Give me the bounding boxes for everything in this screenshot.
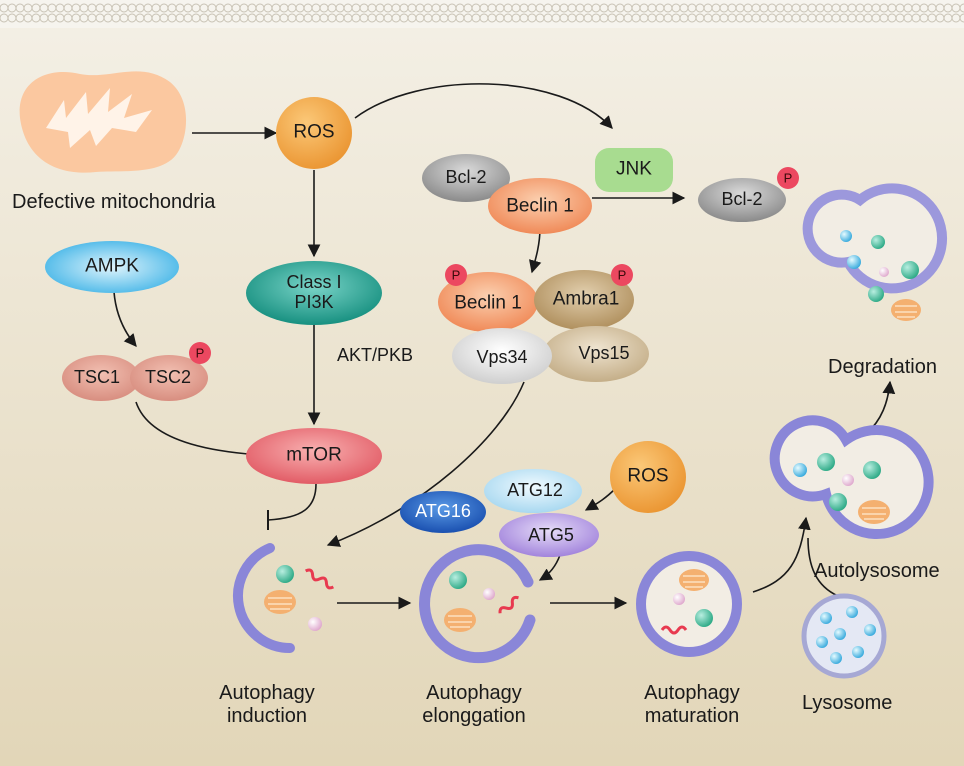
vps34-node [452, 328, 552, 384]
phospho-badge-tsc2 [189, 342, 211, 364]
top-border-pattern [0, 0, 964, 28]
tsc1-label: TSC1 [73, 367, 121, 388]
atg16-node [400, 491, 486, 533]
autophagy-maturation-label: Autophagy maturation [644, 682, 740, 727]
vps15-label: Vps15 [578, 343, 630, 364]
atg16-label: ATG16 [415, 501, 471, 522]
phagophore-elongation-icon [419, 544, 536, 664]
tsc2-node [130, 355, 208, 401]
lysosome-icon [801, 593, 887, 679]
phospho-badge-beclin1 [445, 264, 467, 286]
ampk-node [45, 241, 179, 293]
degradation-icon [802, 183, 948, 321]
beclin1-phospho-label: Beclin 1 [454, 292, 522, 314]
lysosome-label: Lysosome [802, 692, 893, 714]
ampk-label: AMPK [85, 255, 139, 277]
atg12-node [484, 469, 582, 513]
bcl2-phospho-node [698, 178, 786, 222]
phospho-letter-beclin1: P [451, 267, 461, 283]
phospho-badge-bcl2 [777, 167, 799, 189]
autophagy-induction-label: Autophagy induction [219, 682, 315, 727]
ros-node-lower [610, 441, 686, 513]
phospho-letter-ambra1: P [617, 267, 627, 283]
akt-pkb-label: AKT/PKB [337, 345, 414, 365]
atg5-label: ATG5 [528, 525, 574, 546]
autolysosome-label: Autolysosome [814, 560, 940, 582]
class1-pi3k-label: Class I PI3K [286, 272, 342, 312]
ambra1-node [534, 270, 634, 330]
ros-label-top: ROS [293, 121, 335, 143]
bcl2-node [422, 154, 510, 202]
ros-node-top [276, 97, 352, 169]
phospho-badge-ambra1 [611, 264, 633, 286]
bcl2-label: Bcl-2 [445, 167, 487, 188]
phospho-letter-tsc2: P [195, 345, 205, 361]
beclin1-label: Beclin 1 [506, 195, 574, 217]
bcl2-phospho-label: Bcl-2 [721, 189, 763, 210]
autolysosome-icon [769, 415, 934, 540]
defective-mitochondria-icon [19, 71, 187, 173]
ros-label-lower: ROS [627, 465, 669, 487]
tsc1-node [62, 355, 140, 401]
ambra1-label: Ambra1 [552, 288, 620, 310]
atg5-node [499, 513, 599, 557]
vps34-label: Vps34 [476, 347, 528, 368]
defective-mitochondria-label: Defective mitochondria [12, 191, 216, 213]
degradation-label: Degradation [828, 356, 937, 378]
beclin1-phospho-node [438, 272, 538, 332]
vps15-node [543, 326, 649, 382]
jnk-label: JNK [616, 158, 652, 180]
phospho-letter-bcl2: P [783, 170, 793, 186]
atg12-label: ATG12 [507, 480, 563, 501]
autophagosome-icon [636, 551, 742, 657]
mtor-label: mTOR [286, 444, 342, 466]
autophagy-elongation-label: Autophagy elonggation [422, 682, 526, 727]
tsc2-label: TSC2 [144, 367, 192, 388]
jnk-node [595, 148, 673, 192]
class1-pi3k-node [246, 261, 382, 325]
mtor-node [246, 428, 382, 484]
phagophore-induction-icon [233, 543, 335, 653]
beclin1-node [488, 178, 592, 234]
